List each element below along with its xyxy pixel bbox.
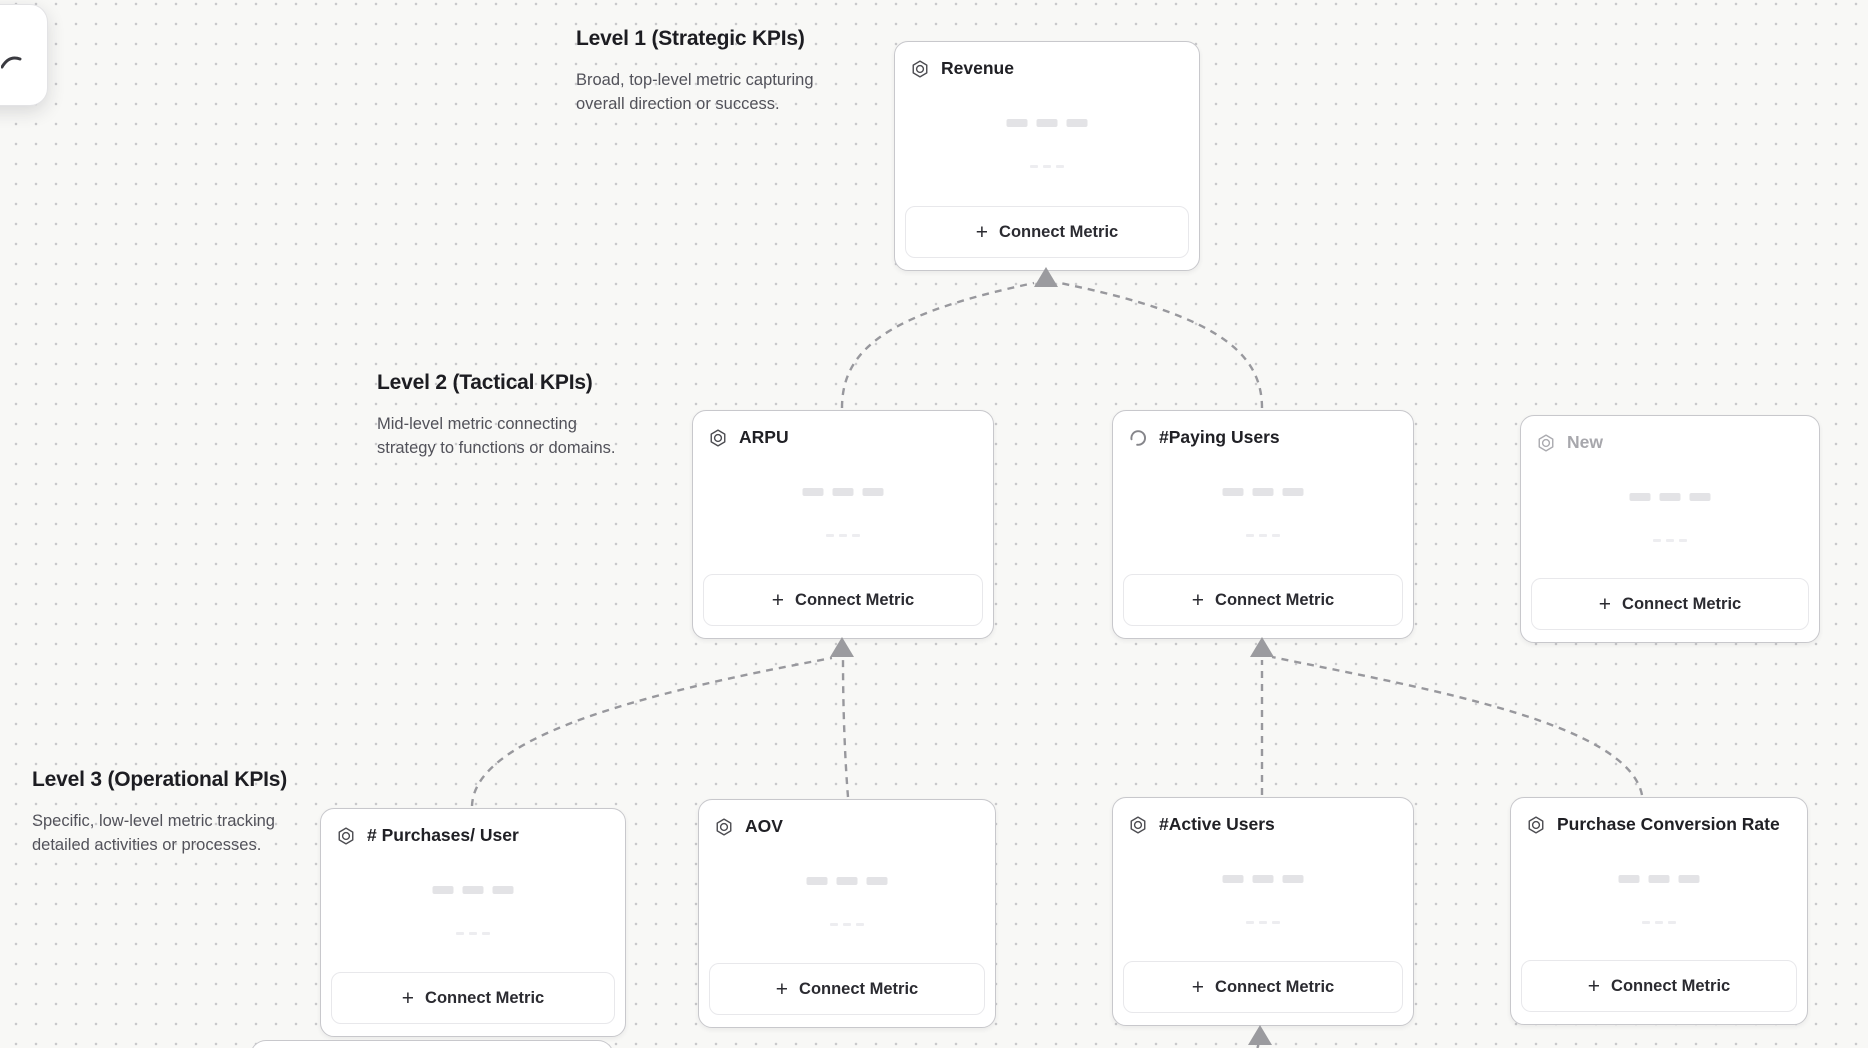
skeleton-bars (1222, 875, 1304, 883)
skeleton-dashes (1246, 921, 1280, 924)
skeleton-dashes (456, 932, 490, 935)
skeleton-dashes (1246, 534, 1280, 537)
connector-aov-to-arpu (841, 659, 850, 798)
panel-icon-fragment (1, 56, 22, 69)
metric-title: ARPU (739, 427, 789, 447)
metric-title: #Paying Users (1159, 427, 1280, 447)
metric-card-new[interactable]: New + Connect Metric (1520, 415, 1820, 643)
card-header: AOV (714, 816, 983, 837)
metric-card-purchase-conversion-rate[interactable]: Purchase Conversion Rate + Connect Metri… (1510, 797, 1808, 1025)
level-3-description: Specific, low-level metric tracking deta… (32, 812, 275, 854)
connect-metric-label: Connect Metric (799, 979, 919, 998)
plus-icon: + (1587, 974, 1601, 998)
metric-hexagon-icon (338, 826, 354, 845)
skeleton-bars (806, 877, 888, 885)
metric-card-partial[interactable] (250, 1040, 614, 1048)
connector-offscreen-to-activeusers (1255, 1033, 1260, 1048)
metric-title: # Purchases/ User (367, 825, 519, 845)
plus-icon: + (1598, 592, 1612, 616)
connect-metric-label: Connect Metric (1215, 977, 1335, 996)
level-3-header: Level 3 (Operational KPIs) Specific, low… (32, 768, 287, 857)
skeleton-bars (1006, 119, 1088, 127)
plus-icon: + (1191, 588, 1205, 612)
plus-icon: + (975, 220, 989, 244)
connect-metric-button[interactable]: + Connect Metric (709, 963, 985, 1015)
plus-icon: + (775, 977, 789, 1001)
skeleton-dashes (1030, 165, 1064, 168)
connect-metric-label: Connect Metric (425, 988, 545, 1007)
metric-title: New (1567, 432, 1603, 452)
skeleton-dashes (1642, 921, 1676, 924)
skeleton-bars (432, 886, 514, 894)
metric-hexagon-icon (1130, 815, 1146, 834)
connect-metric-label: Connect Metric (999, 222, 1119, 241)
skeleton-dashes (1653, 539, 1687, 542)
connect-metric-label: Connect Metric (1611, 976, 1731, 995)
connector-payingusers-to-revenue (1059, 281, 1264, 409)
connect-metric-button[interactable]: + Connect Metric (1531, 578, 1809, 630)
metric-title: #Active Users (1159, 814, 1275, 834)
metric-card-purchases-per-user[interactable]: # Purchases/ User + Connect Metric (320, 808, 626, 1037)
spinner-icon (1130, 429, 1146, 446)
connect-metric-label: Connect Metric (795, 590, 915, 609)
metric-card-revenue[interactable]: Revenue + Connect Metric (894, 41, 1200, 271)
metric-title: AOV (745, 816, 783, 836)
card-header: ARPU (708, 427, 981, 448)
arrowhead-into-activeusers (1248, 1025, 1272, 1045)
level-1-description: Broad, top-level metric capturing overal… (576, 71, 814, 113)
connect-metric-label: Connect Metric (1215, 590, 1335, 609)
plus-icon: + (401, 986, 415, 1010)
connector-arpu-to-revenue (840, 281, 1035, 409)
connect-metric-button[interactable]: + Connect Metric (703, 574, 983, 626)
metric-hexagon-icon (1528, 815, 1544, 834)
metric-card-aov[interactable]: AOV + Connect Metric (698, 799, 996, 1028)
connect-metric-button[interactable]: + Connect Metric (331, 972, 615, 1024)
level-2-header: Level 2 (Tactical KPIs) Mid-level metric… (377, 371, 615, 460)
metric-title: Purchase Conversion Rate (1557, 814, 1780, 834)
level-1-title: Level 1 (Strategic KPIs) (576, 27, 805, 50)
metric-card-arpu[interactable]: ARPU + Connect Metric (692, 410, 994, 639)
metric-hexagon-icon (1538, 433, 1554, 452)
connect-metric-button[interactable]: + Connect Metric (1123, 961, 1403, 1013)
metric-card-paying-users[interactable]: #Paying Users + Connect Metric (1112, 410, 1414, 639)
connect-metric-label: Connect Metric (1622, 594, 1742, 613)
card-header: #Paying Users (1128, 427, 1401, 448)
connect-metric-button[interactable]: + Connect Metric (1123, 574, 1403, 626)
metric-hexagon-icon (710, 428, 726, 447)
level-2-title: Level 2 (Tactical KPIs) (377, 371, 593, 394)
plus-icon: + (771, 588, 785, 612)
arrowhead-into-arpu (830, 637, 854, 657)
level-2-description: Mid-level metric connecting strategy to … (377, 415, 616, 457)
floating-panel[interactable] (0, 4, 48, 106)
card-header: #Active Users (1128, 814, 1401, 835)
card-header: Purchase Conversion Rate (1526, 814, 1795, 835)
metric-hexagon-icon (716, 817, 732, 836)
connect-metric-button[interactable]: + Connect Metric (905, 206, 1189, 258)
skeleton-dashes (826, 534, 860, 537)
skeleton-bars (1222, 488, 1304, 496)
metric-hexagon-icon (912, 59, 928, 78)
skeleton-bars (802, 488, 884, 496)
card-header: # Purchases/ User (336, 825, 613, 846)
level-1-header: Level 1 (Strategic KPIs) Broad, top-leve… (576, 27, 814, 116)
skeleton-dashes (830, 923, 864, 926)
skeleton-bars (1618, 875, 1700, 883)
skeleton-bars (1629, 493, 1711, 501)
metric-title: Revenue (941, 58, 1014, 78)
card-header: Revenue (910, 58, 1187, 79)
connector-purchasesuser-to-arpu (470, 656, 833, 807)
connector-pcr-to-payingusers (1271, 655, 1644, 796)
arrowhead-into-payingusers (1250, 637, 1274, 657)
level-3-title: Level 3 (Operational KPIs) (32, 768, 288, 791)
connect-metric-button[interactable]: + Connect Metric (1521, 960, 1797, 1012)
plus-icon: + (1191, 975, 1205, 999)
metric-card-active-users[interactable]: #Active Users + Connect Metric (1112, 797, 1414, 1026)
card-header: New (1536, 432, 1807, 453)
